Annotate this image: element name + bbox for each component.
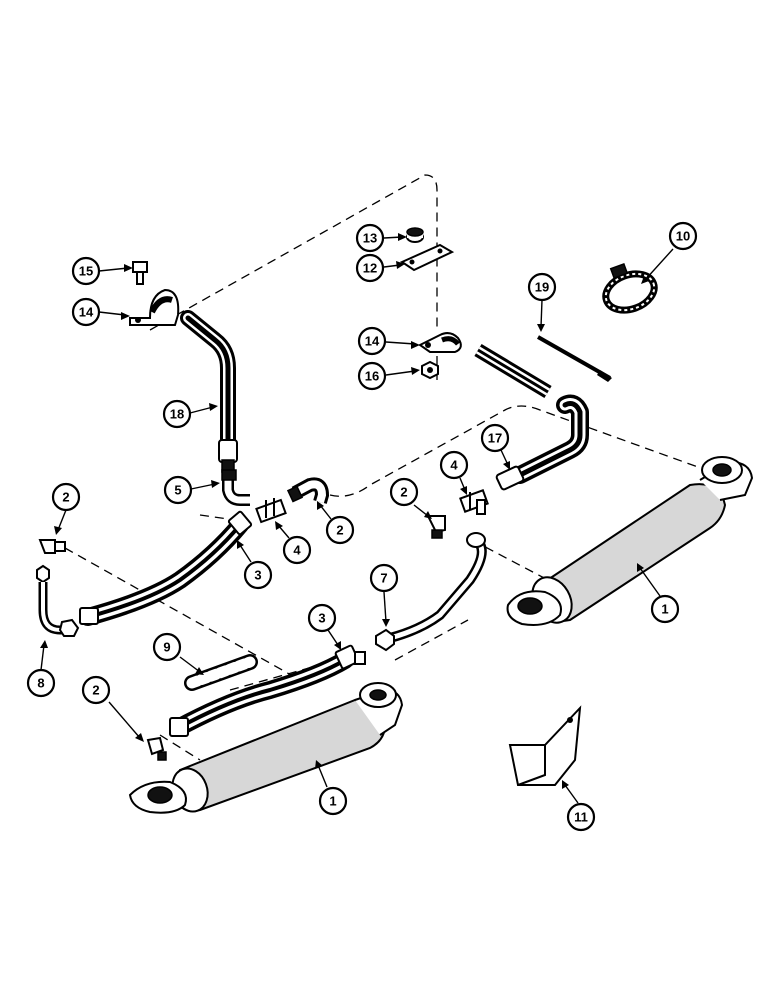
part-7-steel-tube [375, 532, 487, 652]
part-8-bent-tube [36, 564, 80, 637]
part-2-elbow-left [38, 539, 66, 554]
part-14-clamp-right [418, 332, 462, 353]
callout-9: 9 [152, 632, 182, 662]
callout-2-upper-left: 2 [51, 482, 81, 512]
part-12-plate [399, 243, 455, 272]
callout-2-right-label: 2 [400, 485, 407, 500]
callout-13-label: 13 [363, 231, 377, 246]
callout-3-upper: 3 [243, 560, 273, 590]
part-2-elbow-lower [146, 736, 167, 761]
part-4-fitting-right [459, 489, 489, 515]
callout-2-lower-label: 2 [92, 683, 99, 698]
callout-11-label: 11 [574, 810, 588, 825]
part-5-elbow-fitting [221, 469, 250, 506]
callout-16-label: 16 [365, 369, 379, 384]
part-2-elbow-center [286, 477, 330, 504]
callout-2-center-label: 2 [336, 523, 343, 538]
part-9-hose-piece [184, 654, 258, 691]
callout-8-label: 8 [37, 676, 44, 691]
part-3-hose-upper [79, 510, 253, 626]
part-13-nut [406, 227, 424, 243]
callout-2-lower: 2 [81, 675, 111, 705]
callout-2-upper-left-label: 2 [62, 490, 69, 505]
callout-1-lower-label: 1 [329, 794, 336, 809]
callout-18-label: 18 [170, 407, 184, 422]
callout-1-lower: 1 [318, 786, 348, 816]
callout-12: 12 [355, 253, 385, 283]
callout-18: 18 [162, 399, 192, 429]
callout-10-label: 10 [676, 229, 690, 244]
callout-5-label: 5 [174, 483, 181, 498]
middle-tube-segment [474, 343, 552, 399]
callout-1-upper: 1 [650, 594, 680, 624]
callout-3-upper-label: 3 [254, 568, 261, 583]
part-11-bracket [508, 705, 582, 786]
callout-8: 8 [26, 668, 56, 698]
callout-4-right-label: 4 [450, 458, 458, 473]
assembly-dashed-lines [64, 174, 721, 761]
callout-14-right: 14 [357, 326, 387, 356]
part-18-hose [180, 310, 238, 473]
callout-7: 7 [369, 563, 399, 593]
part-1-cylinder-upper [506, 456, 754, 626]
callout-5: 5 [163, 475, 193, 505]
part-3-hose-lower [169, 644, 366, 737]
part-1-cylinder-lower [128, 682, 404, 814]
callout-16: 16 [357, 361, 387, 391]
callout-14-left-label: 14 [79, 305, 94, 320]
callout-11: 11 [566, 802, 596, 832]
callout-3-lower-label: 3 [318, 611, 325, 626]
callout-9-label: 9 [163, 640, 170, 655]
part-2-elbow-right [426, 515, 446, 539]
callout-19-label: 19 [535, 280, 549, 295]
callout-4-center-label: 4 [293, 543, 301, 558]
part-16-nut [421, 360, 439, 380]
leader-lines [40, 233, 674, 804]
callout-14-left: 14 [71, 297, 101, 327]
callout-7-label: 7 [380, 571, 387, 586]
callout-1-upper-label: 1 [661, 602, 668, 617]
callout-17-label: 17 [488, 431, 502, 446]
part-14-clamp-left [129, 288, 180, 326]
callout-4-right: 4 [439, 450, 469, 480]
callout-12-label: 12 [363, 261, 377, 276]
callout-15: 15 [71, 256, 101, 286]
part-19-tie-strap [537, 335, 612, 382]
callout-15-label: 15 [79, 264, 93, 279]
part-10-hose-clamp [602, 262, 658, 314]
callout-3-lower: 3 [307, 603, 337, 633]
part-17-hose [495, 394, 589, 491]
callout-10: 10 [668, 221, 698, 251]
callout-17: 17 [480, 423, 510, 453]
callout-2-right: 2 [389, 477, 419, 507]
callout-13: 13 [355, 223, 385, 253]
part-15-bolt [132, 261, 148, 285]
part-4-fitting-center [255, 498, 287, 524]
callout-14-right-label: 14 [365, 334, 380, 349]
callout-4-center: 4 [282, 535, 312, 565]
callout-19: 19 [527, 272, 557, 302]
callout-2-center: 2 [325, 515, 355, 545]
